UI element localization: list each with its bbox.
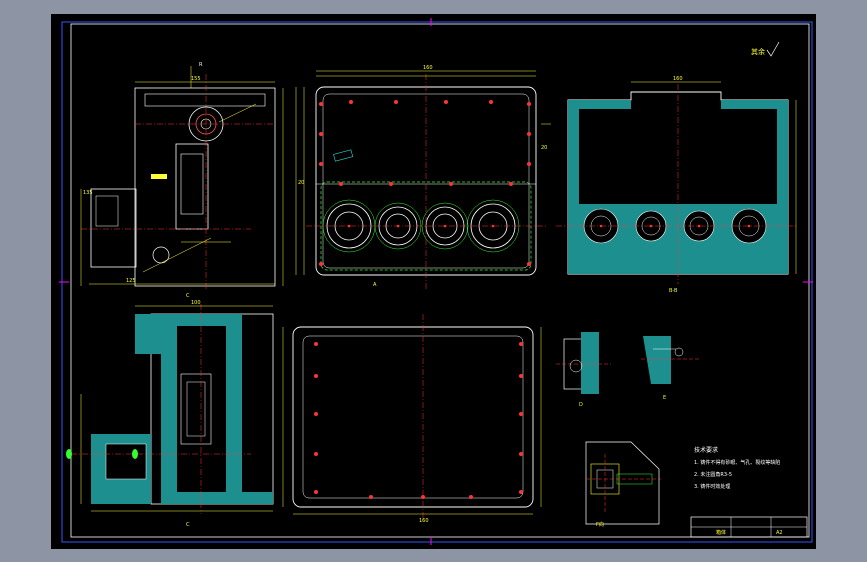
front-view	[80, 66, 284, 289]
cover-view	[282, 314, 542, 519]
dim-left-height: 135	[83, 190, 93, 196]
title-block	[690, 516, 808, 538]
detail-d	[556, 332, 611, 394]
label-section-c-bottom: C	[186, 522, 190, 528]
plan-view	[295, 70, 551, 289]
label-section-bb: B-B	[669, 288, 678, 294]
label-section-a: A	[373, 282, 377, 288]
section-bb	[556, 81, 797, 284]
dim-section-sub: 100	[191, 300, 201, 306]
label-section-c-top: C	[186, 293, 190, 299]
section-c	[66, 304, 274, 514]
finish-mark-text: 其余	[751, 47, 765, 56]
cad-drawing: 125 155 135 R C	[59, 18, 813, 545]
notes-line2: 2. 未注圆角R3-5	[694, 471, 732, 478]
dim-section-width: 160	[673, 76, 683, 82]
dim-front-top: 155	[191, 76, 201, 82]
notes-line1: 1. 铸件不得有砂眼、气孔、裂纹等缺陷	[694, 459, 780, 466]
title-part-no: A2	[776, 530, 783, 536]
label-view-f: F向	[596, 521, 604, 528]
dim-plan-left: 20	[298, 180, 304, 186]
label-top-mark: R	[199, 62, 203, 68]
view-f	[585, 441, 661, 525]
dim-cover-bottom: 160	[419, 518, 429, 524]
notes-title: 技术要求	[694, 446, 718, 454]
detail-e	[641, 336, 701, 384]
tech-notes: 技术要求 1. 铸件不得有砂眼、气孔、裂纹等缺陷 2. 未注圆角R3-5 3. …	[694, 446, 780, 490]
dim-plan-top: 160	[423, 65, 433, 71]
dim-front-width: 125	[126, 278, 136, 284]
drawing-canvas: 125 155 135 R C	[51, 14, 816, 549]
frame-center-marks	[59, 18, 813, 545]
roughness-check-icon	[766, 41, 780, 57]
label-detail-e: E	[663, 395, 666, 401]
inner-frame	[70, 23, 810, 538]
notes-line3: 3. 铸件时效处理	[694, 483, 730, 490]
dim-plan-right: 20	[541, 145, 547, 151]
title-drawing-name: 箱体	[716, 529, 726, 536]
label-detail-d: D	[579, 402, 583, 408]
